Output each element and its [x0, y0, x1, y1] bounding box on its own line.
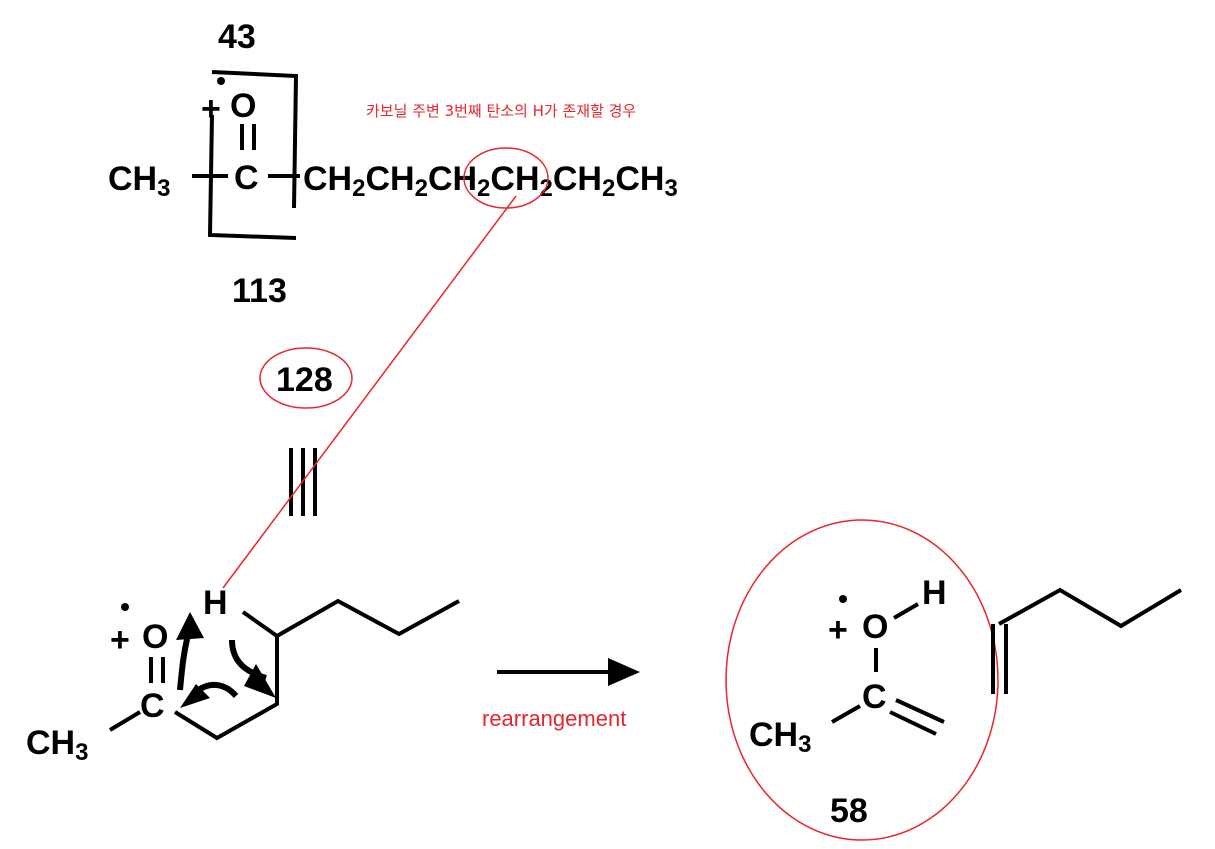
oxygen-atom: O	[230, 87, 256, 125]
methyl-group: CH3	[108, 160, 170, 202]
radical-dot	[839, 595, 847, 603]
fragment-mass-113: 113	[232, 272, 287, 310]
carbonyl-carbon: C	[140, 687, 165, 725]
methyl-group: CH3	[26, 724, 88, 766]
neutral-alkene	[991, 587, 1183, 694]
cleavage-bracket-top	[211, 70, 299, 209]
bond-methyl-carbon	[831, 704, 861, 724]
linear-ketone-structure: 43 + O CH3 C CH2CH2CH2CH2CH2CH3 카보닐 주변 3…	[108, 18, 678, 310]
bond-methyl-carbonyl	[108, 710, 142, 732]
electron-arrows	[176, 612, 276, 708]
enol-product: + O H C CH3 58	[725, 519, 999, 841]
plus-sign: +	[110, 621, 130, 659]
alkene-chain	[998, 587, 1183, 629]
product-highlight	[725, 519, 999, 841]
reaction-arrow: rearrangement	[482, 658, 640, 731]
hydroxyl-hydrogen: H	[922, 574, 947, 612]
alkyl-chain: CH2CH2CH2CH2CH2CH3	[303, 160, 678, 202]
carbonyl-carbon: C	[234, 159, 259, 197]
oxygen-atom: O	[862, 608, 888, 646]
gamma-hydrogen-highlight	[463, 147, 549, 209]
methyl-group: CH3	[749, 716, 811, 758]
alkene-bond-1	[895, 698, 945, 724]
cyclic-transition-state: + O C CH3 H	[26, 584, 460, 766]
oxygen-atom: O	[142, 618, 168, 656]
gamma-hydrogen-annotation: 카보닐 주변 3번째 탄소의 H가 존재할 경우	[366, 102, 636, 120]
plus-sign: +	[201, 90, 221, 128]
rearrangement-label: rearrangement	[482, 706, 626, 731]
bond-o-h	[892, 602, 920, 620]
radical-dot	[121, 603, 129, 611]
product-mass-58: 58	[830, 792, 868, 830]
molecular-ion-mass: 128	[276, 361, 333, 399]
propyl-tail	[276, 598, 460, 638]
enol-carbon: C	[862, 678, 887, 716]
alkene-bond-2	[889, 710, 937, 736]
cleavage-bracket-bottom	[207, 114, 297, 240]
plus-sign: +	[828, 611, 848, 649]
molecular-ion-highlight	[259, 347, 353, 409]
ring-bonds	[173, 610, 279, 741]
gamma-hydrogen: H	[203, 584, 228, 622]
radical-dot	[217, 77, 225, 85]
molecular-ion-label: 128	[259, 347, 353, 409]
fragment-mass-43: 43	[218, 18, 256, 56]
gamma-hydrogen-connector	[222, 195, 517, 589]
